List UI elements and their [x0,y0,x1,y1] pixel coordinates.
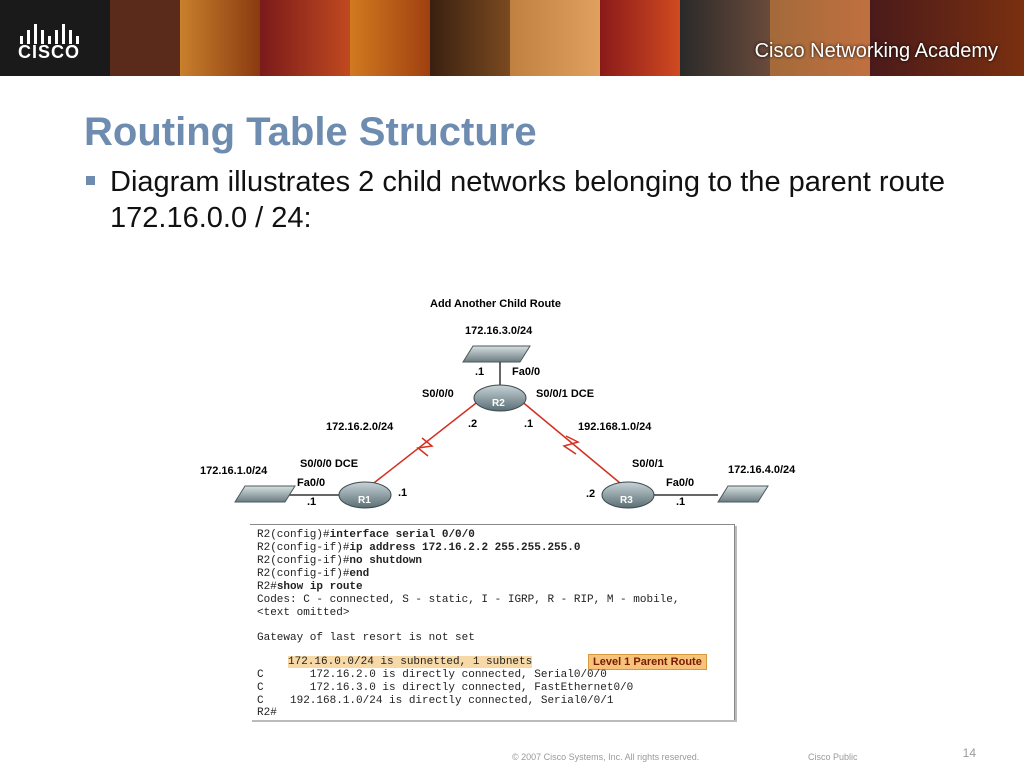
console-output: R2(config)#interface serial 0/0/0 R2(con… [250,524,735,720]
r3-s-ip: .2 [586,488,595,500]
router-r1-icon [338,481,392,509]
router-r2-icon [473,384,527,412]
r3-lan-switch-icon [717,485,769,503]
r3-fa-ip: .1 [676,496,685,508]
slide-title: Routing Table Structure [84,110,537,154]
console-line-parent-route: 172.16.0.0/24 is subnetted, 1 subnets [288,656,533,668]
r2-s001-label: S0/0/1 DCE [536,388,594,400]
bullet-text: Diagram illustrates 2 child networks bel… [110,166,946,234]
banner-photo [260,0,350,76]
r1-lan-switch-icon [234,485,296,503]
r2-lan-network: 172.16.3.0/24 [465,325,533,337]
banner-photo [430,0,510,76]
banner-photo [680,0,770,76]
footer-copyright: © 2007 Cisco Systems, Inc. All rights re… [512,752,700,762]
r2-s001-ip: .1 [524,418,533,430]
page-number: 14 [962,746,976,760]
console-line: R2(config)#interface serial 0/0/0 [257,529,475,541]
r2-r3-network: 192.168.1.0/24 [578,421,652,433]
r2-lan-switch-icon [462,345,531,363]
banner-photo [600,0,680,76]
r1-lan-network: 172.16.1.0/24 [200,465,268,477]
console-line: R2(config-if)#no shutdown [257,555,423,567]
router-r1-label: R1 [358,495,371,506]
console-line: R2#show ip route [257,581,363,593]
banner-photo [870,0,1024,76]
console-line: C 172.16.2.0 is directly connected, Seri… [257,669,607,681]
r1-s-ip: .1 [398,487,407,499]
bullet-square-icon [86,176,95,185]
console-line: C 172.16.3.0 is directly connected, Fast… [257,682,634,694]
router-r3-icon [601,481,655,509]
cisco-logo-text: CISCO [18,42,81,62]
router-r3-label: R3 [620,495,633,506]
banner-photo [350,0,430,76]
level1-parent-route-badge: Level 1 Parent Route [588,654,707,670]
banner-photo [110,0,180,76]
banner-photo [510,0,600,76]
console-line: R2(config-if)#ip address 172.16.2.2 255.… [257,542,581,554]
r2-s000-label: S0/0/0 [422,388,454,400]
router-r2-label: R2 [492,398,505,409]
r2-lan-ip: .1 [475,366,484,378]
console-line: Gateway of last resort is not set [257,632,475,644]
r1-r2-network: 172.16.2.0/24 [326,421,394,433]
r3-s-label: S0/0/1 [632,458,664,470]
footer-classification: Cisco Public [808,752,858,762]
console-line: Codes: C - connected, S - static, I - IG… [257,594,680,606]
header-banner: CISCO Cisco Networking Academy [0,0,1024,76]
cisco-logo-icon [20,24,79,44]
r2-lan-interface: Fa0/0 [512,366,540,378]
console-line: R2# [257,707,277,719]
r1-fa-ip: .1 [307,496,316,508]
r2-s000-ip: .2 [468,418,477,430]
console-line: C 192.168.1.0/24 is directly connected, … [257,695,614,707]
banner-photo [180,0,260,76]
r1-fa-label: Fa0/0 [297,477,325,489]
r1-s000-label: S0/0/0 DCE [300,458,358,470]
r3-lan-network: 172.16.4.0/24 [728,464,796,476]
r3-fa-label: Fa0/0 [666,477,694,489]
academy-title: Cisco Networking Academy [754,40,998,62]
console-line: R2(config-if)#end [257,568,370,580]
banner-photo [770,0,870,76]
console-line: <text omitted> [257,607,350,619]
network-diagram: Add Another Child Route 172.16.3.0/24 .1… [200,298,796,509]
diagram-title: Add Another Child Route [430,298,561,310]
